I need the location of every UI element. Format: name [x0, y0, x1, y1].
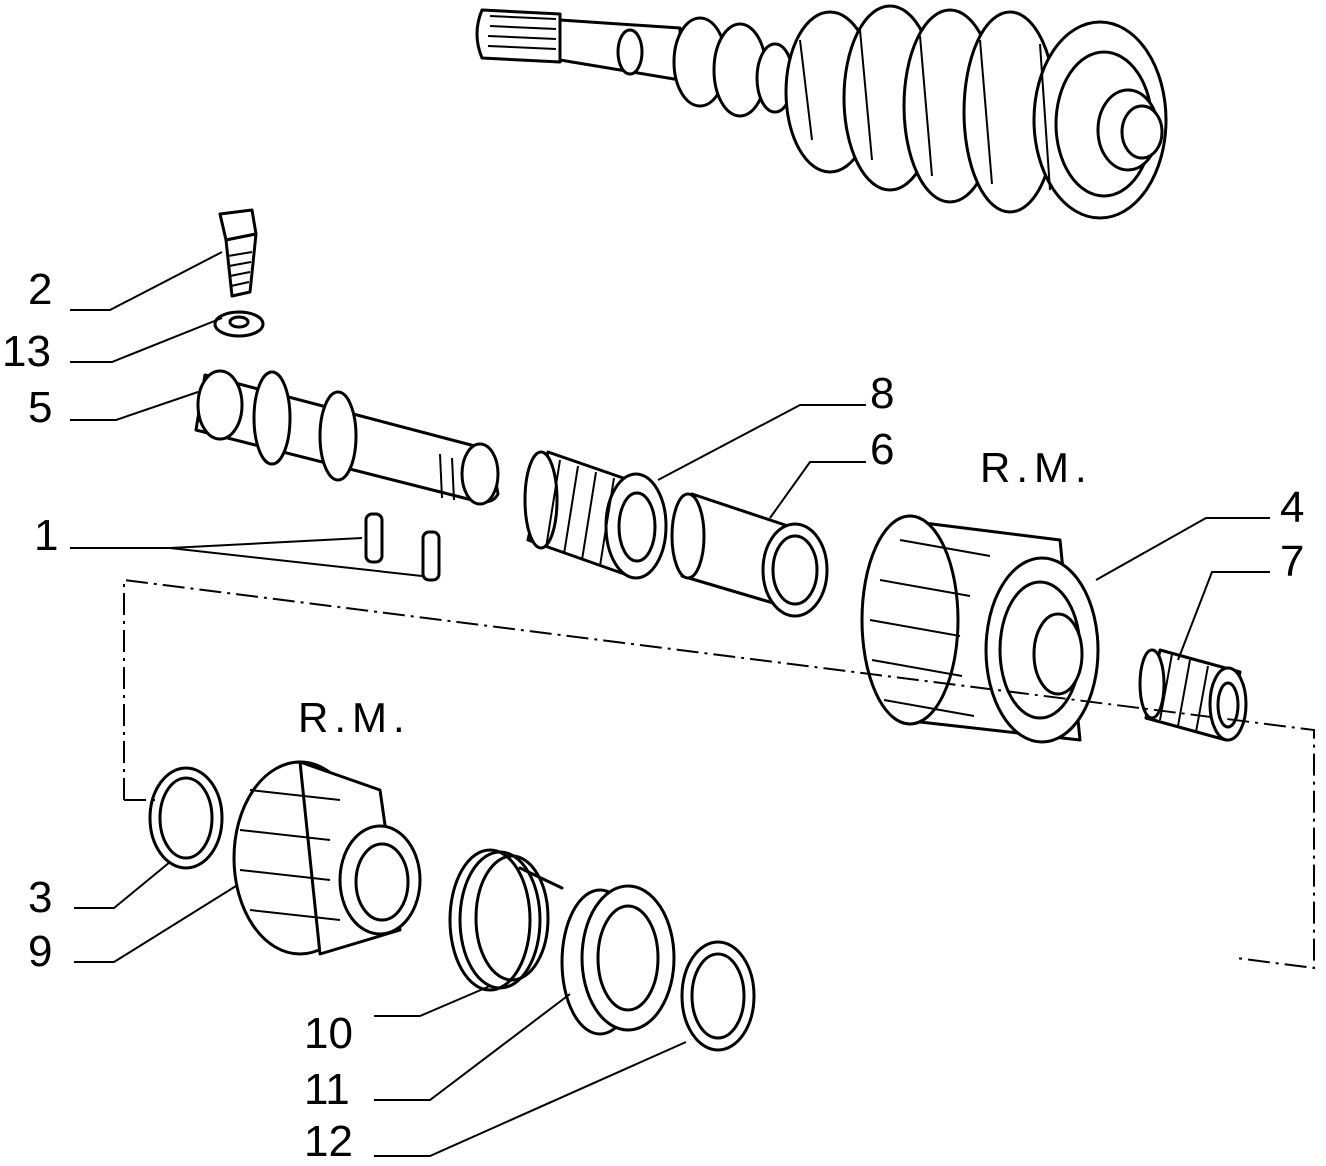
shaft-part-5: [194, 369, 500, 506]
callout-12: 12: [304, 1117, 353, 1166]
pins-part-1: [364, 512, 441, 582]
gear-part-9: [232, 760, 422, 956]
bolt-part-2: [218, 208, 258, 298]
assembly-boundary-line: [123, 578, 1315, 970]
callout-13: 13: [2, 327, 51, 376]
spring-part-10: [448, 848, 564, 992]
note-rm-lower: R.M.: [298, 694, 411, 741]
callout-1: 1: [34, 511, 59, 560]
callout-3: 3: [28, 873, 53, 922]
callout-11: 11: [304, 1065, 350, 1114]
needle-bearing-part-8: [523, 450, 668, 580]
retaining-ring-part-12: [680, 940, 756, 1052]
callout-9: 9: [28, 927, 53, 976]
callout-10: 10: [304, 1009, 353, 1058]
snap-ring-part-3: [148, 766, 224, 870]
leader-lines: [70, 251, 1270, 1157]
callout-6: 6: [870, 425, 895, 474]
callout-8: 8: [870, 369, 895, 418]
bushing-part-6: [670, 492, 829, 618]
callout-2: 2: [28, 265, 53, 314]
gear-part-4: [860, 514, 1100, 744]
main-shaft-assembly: [475, 4, 1168, 220]
callout-7: 7: [1280, 537, 1305, 586]
washer-part-13: [213, 310, 265, 338]
needle-bearing-part-7: [1138, 648, 1248, 742]
note-rm-upper: R.M.: [980, 444, 1093, 491]
synchro-ring-part-11: [560, 884, 676, 1036]
callout-4: 4: [1280, 483, 1305, 532]
callout-5: 5: [28, 383, 53, 432]
